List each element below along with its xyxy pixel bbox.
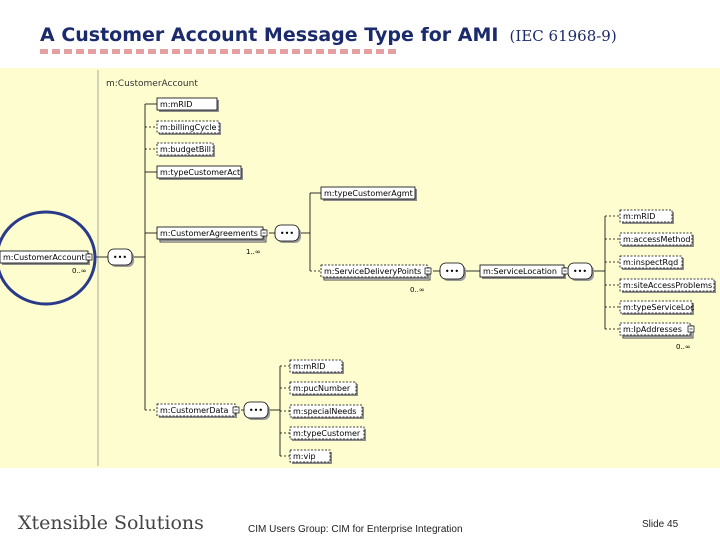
schema-element-label: m:typeServiceLoc (623, 303, 695, 312)
accent-dash (136, 49, 144, 54)
schema-element-label: m:typeCustomer (293, 429, 361, 438)
sequence-symbol: ••• (113, 253, 127, 262)
schema-element-custdata[interactable]: m:CustomerData (156, 403, 240, 418)
schema-element-label: m:vip (293, 452, 316, 461)
accent-dash (52, 49, 60, 54)
schema-element-label: m:IpAddresses (623, 325, 682, 334)
accent-dash (376, 49, 384, 54)
slide-title-suffix: (IEC 61968-9) (509, 27, 617, 45)
sequence-group: ••• ••• ••• ••• ••• (107, 224, 594, 420)
schema-element-pucnum[interactable]: m:pucNumber (289, 381, 358, 396)
schema-element-label: m:inspectRqd (623, 258, 678, 267)
schema-element-label: m:accessMethod (623, 235, 690, 244)
schema-element-label: m:typeCustomerAct (160, 168, 240, 177)
schema-element-label: m:ServiceLocation (483, 267, 557, 276)
schema-element-servloc[interactable]: m:ServiceLocation (479, 264, 569, 279)
accent-dash (148, 49, 156, 54)
sequence-compositor: ••• (567, 262, 594, 281)
sequence-symbol: ••• (280, 229, 294, 238)
schema-element-loc-mrid[interactable]: m:mRID (619, 209, 674, 224)
schema-element-label: m:billingCycle (160, 123, 217, 132)
sequence-compositor: ••• (243, 401, 270, 420)
accent-dash (196, 49, 204, 54)
schema-element-agreements[interactable]: m:CustomerAgreements 1..∞ (156, 226, 268, 256)
sequence-symbol: ••• (249, 406, 263, 415)
node-group: m:CustomerAccount 0..∞ m:mRID m:billingCycl… (0, 97, 716, 464)
accent-dash (112, 49, 120, 54)
schema-element-label: m:pucNumber (293, 384, 351, 393)
schema-element-label: m:CustomerData (160, 406, 229, 415)
schema-element-label: m:CustomerAgreements (160, 229, 258, 238)
accent-dash (64, 49, 72, 54)
footer-logo: Xtensible Solutions (18, 512, 204, 534)
multiplicity-label: 1..∞ (246, 248, 261, 256)
schema-element-inspect[interactable]: m:inspectRqd (619, 255, 684, 270)
accent-dash (268, 49, 276, 54)
schema-element-label: m:mRID (160, 100, 192, 109)
accent-dash (244, 49, 252, 54)
schema-element-site[interactable]: m:siteAccessProblems (619, 278, 716, 293)
accent-dash (280, 49, 288, 54)
diagram-root-label: m:CustomerAccount (106, 79, 198, 89)
accent-dash (364, 49, 372, 54)
accent-dash (340, 49, 348, 54)
accent-dash (232, 49, 240, 54)
accent-dash (88, 49, 96, 54)
accent-dash (76, 49, 84, 54)
sequence-compositor: ••• (439, 262, 466, 281)
accent-dash (388, 49, 396, 54)
accent-dash (100, 49, 108, 54)
footer-conference: CIM Users Group: CIM for Enterprise Inte… (248, 524, 463, 535)
accent-dash (124, 49, 132, 54)
schema-element-label: m:CustomerAccount (3, 253, 85, 262)
title-accent-dashes (40, 49, 396, 54)
schema-element-label: m:specialNeeds (293, 407, 356, 416)
accent-dash (172, 49, 180, 54)
accent-dash (160, 49, 168, 54)
schema-element-special[interactable]: m:specialNeeds (289, 404, 364, 419)
schema-element-ip[interactable]: m:IpAddresses 0..∞ (619, 322, 695, 351)
schema-element-billing[interactable]: m:billingCycle (156, 120, 221, 135)
accent-dash (304, 49, 312, 54)
accent-dash (256, 49, 264, 54)
accent-dash (208, 49, 216, 54)
schema-element-mrid[interactable]: m:mRID (156, 97, 219, 112)
accent-dash (328, 49, 336, 54)
schema-element-root[interactable]: m:CustomerAccount 0..∞ (0, 250, 93, 275)
sequence-compositor: ••• (107, 248, 134, 267)
schema-element-label: m:typeCustomerAgmt (324, 189, 413, 198)
accent-dash (352, 49, 360, 54)
accent-dash (184, 49, 192, 54)
schema-element-typeagmt[interactable]: m:typeCustomerAgmt (320, 186, 417, 201)
schema-element-sdp[interactable]: m:ServiceDeliveryPoints 0..∞ (320, 264, 432, 294)
multiplicity-label: 0..∞ (72, 267, 87, 275)
schema-element-typecust[interactable]: m:typeCustomer (289, 426, 366, 441)
schema-element-vip[interactable]: m:vip (289, 449, 332, 464)
sequence-symbol: ••• (445, 267, 459, 276)
sequence-compositor: ••• (274, 224, 301, 243)
schema-element-typeloc[interactable]: m:typeServiceLoc (619, 300, 695, 315)
highlight-circle (0, 210, 97, 306)
schema-element-typeacct[interactable]: m:typeCustomerAct (156, 165, 243, 180)
multiplicity-label: 0..∞ (410, 286, 425, 294)
accent-dash (40, 49, 48, 54)
schema-element-label: m:siteAccessProblems (623, 281, 712, 290)
sequence-symbol: ••• (573, 267, 587, 276)
slide-title-main: A Customer Account Message Type for AMI (40, 24, 499, 46)
accent-dash (220, 49, 228, 54)
accent-dash (292, 49, 300, 54)
slide-title: A Customer Account Message Type for AMI … (40, 24, 617, 46)
slide-number: Slide 45 (642, 519, 679, 530)
schema-element-budget[interactable]: m:budgetBill (156, 142, 215, 157)
schema-element-label: m:ServiceDeliveryPoints (324, 267, 421, 276)
schema-element-label: m:mRID (623, 212, 655, 221)
accent-dash (316, 49, 324, 54)
schema-element-label: m:budgetBill (160, 145, 211, 154)
schema-element-access[interactable]: m:accessMethod (619, 232, 694, 247)
multiplicity-label: 0..∞ (676, 343, 691, 351)
schema-element-label: m:mRID (293, 362, 325, 371)
schema-element-cd-mrid[interactable]: m:mRID (289, 359, 344, 374)
